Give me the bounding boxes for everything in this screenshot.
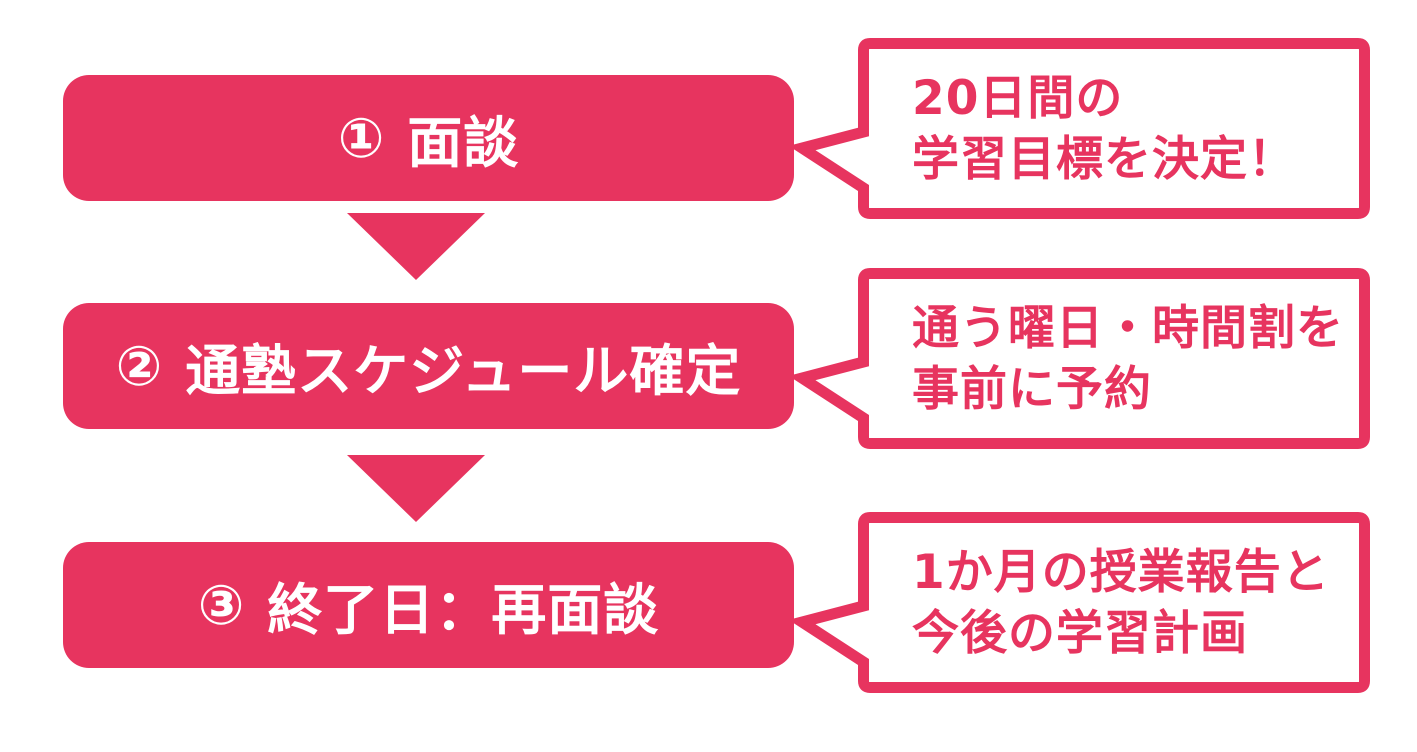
speech-bubble-outline-3: [790, 512, 1370, 693]
step-number-2: ②: [115, 334, 164, 398]
callout-line: 学習目標を決定！: [912, 131, 1296, 187]
callout-bubble-3: [790, 512, 1370, 693]
callout-text-2: 通う曜日・時間割を 事前に予約: [912, 268, 1362, 449]
down-arrow-icon: [347, 213, 485, 280]
callout-bubble-1: [790, 38, 1370, 219]
step-label-2: 通塾スケジュール確定: [185, 339, 742, 403]
step-box-2: ② 通塾スケジュール確定: [63, 303, 794, 429]
speech-bubble-outline-1: [790, 38, 1370, 219]
step-box-1: ① 面談: [63, 75, 794, 201]
callout-text-1: 20日間の 学習目標を決定！: [912, 38, 1362, 219]
step-box-3: ③ 終了日：再面談: [63, 542, 794, 668]
callout-line: 今後の学習計画: [912, 605, 1248, 661]
callout-bubble-2: [790, 268, 1370, 449]
callout-line: 1か月の授業報告と: [912, 544, 1330, 600]
step-number-3: ③: [197, 573, 246, 637]
step-number-1: ①: [337, 106, 386, 170]
down-arrow-icon: [347, 455, 485, 522]
callout-line: 事前に予約: [912, 361, 1152, 417]
callout-text-3: 1か月の授業報告と 今後の学習計画: [912, 512, 1362, 693]
callout-line: 20日間の: [912, 70, 1124, 126]
speech-bubble-outline-2: [790, 268, 1370, 449]
callout-line: 通う曜日・時間割を: [912, 300, 1344, 356]
step-label-1: 面談: [407, 111, 520, 175]
step-label-3: 終了日：再面談: [267, 578, 660, 642]
